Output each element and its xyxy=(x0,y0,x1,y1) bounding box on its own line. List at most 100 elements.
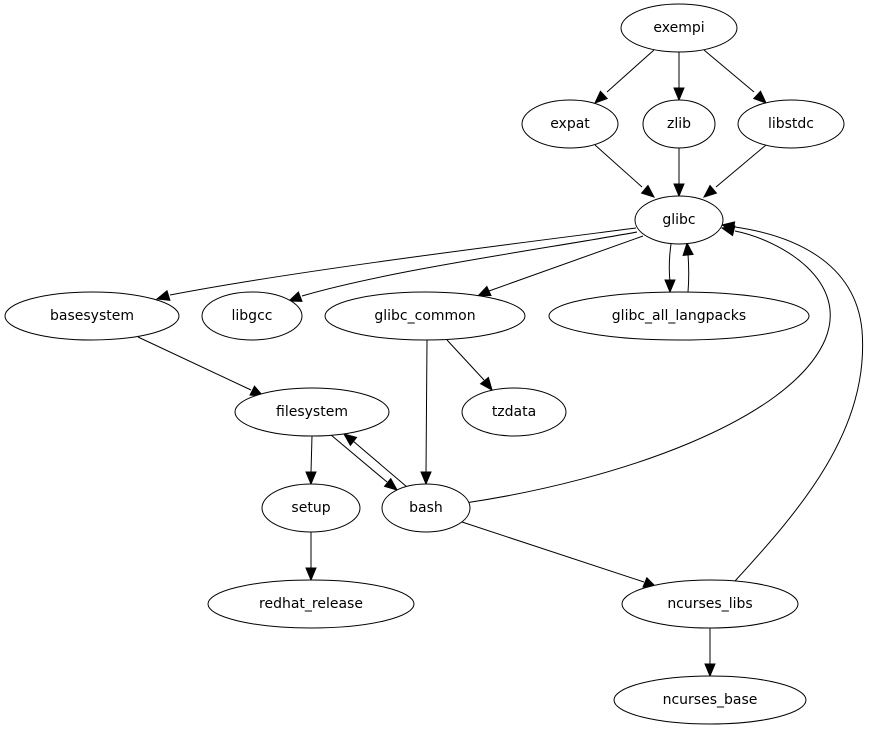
node-glibc-all-langpacks[interactable]: glibc_all_langpacks xyxy=(548,291,810,341)
edge-line xyxy=(352,440,408,488)
node-label: basesystem xyxy=(50,308,134,324)
edge-line xyxy=(703,49,755,93)
edge-glibc-to-basesystem xyxy=(155,227,637,301)
edge-zlib-to-glibc xyxy=(673,148,685,198)
edge-exempi-to-libstdc xyxy=(703,49,767,104)
node-setup[interactable]: setup xyxy=(261,483,361,533)
arrowhead-icon xyxy=(752,90,767,104)
arrowhead-icon xyxy=(682,241,694,256)
arrowhead-icon xyxy=(673,183,685,198)
edge-line xyxy=(606,49,655,93)
node-label: libstdc xyxy=(768,116,814,132)
arrowhead-icon xyxy=(704,663,716,678)
edge-line xyxy=(668,243,672,283)
arrowhead-icon xyxy=(476,285,492,297)
node-filesystem[interactable]: filesystem xyxy=(234,387,390,437)
edge-line xyxy=(687,253,690,293)
arrowhead-icon xyxy=(342,433,358,447)
node-ncurses-libs[interactable]: ncurses_libs xyxy=(621,579,799,629)
node-ellipse xyxy=(381,483,471,533)
node-label: exempi xyxy=(653,20,704,36)
edge-glibc-all-langpacks-to-glibc xyxy=(682,241,694,293)
edge-bash-to-glibc xyxy=(464,225,831,504)
node-label: tzdata xyxy=(492,404,536,420)
arrowhead-icon xyxy=(305,471,317,486)
edge-ncurses-libs-to-ncurses-base xyxy=(704,628,716,678)
node-ellipse xyxy=(324,291,526,341)
edge-ncurses-libs-to-glibc xyxy=(720,221,864,582)
edge-setup-to-redhat-release xyxy=(305,532,317,582)
node-ncurses-base[interactable]: ncurses_base xyxy=(613,675,807,725)
node-label: redhat_release xyxy=(259,596,363,612)
edge-glibc-common-to-tzdata xyxy=(446,339,493,392)
arrowhead-icon xyxy=(673,87,685,102)
edge-bash-to-ncurses-libs xyxy=(461,521,658,588)
node-label: setup xyxy=(291,500,330,516)
node-glibc-common[interactable]: glibc_common xyxy=(324,291,526,341)
edge-glibc-to-glibc-all-langpacks xyxy=(664,243,676,294)
node-basesystem[interactable]: basesystem xyxy=(4,291,180,341)
node-label: glibc_common xyxy=(374,308,475,324)
arrowhead-icon xyxy=(703,184,718,198)
node-ellipse xyxy=(620,3,738,53)
node-libgcc[interactable]: libgcc xyxy=(201,291,303,341)
node-label: ncurses_base xyxy=(663,692,758,708)
node-label: libgcc xyxy=(232,308,273,324)
node-expat[interactable]: expat xyxy=(521,99,619,149)
arrowhead-icon xyxy=(720,221,736,233)
node-label: expat xyxy=(550,116,590,132)
edge-line xyxy=(715,144,767,188)
arrowhead-icon xyxy=(420,471,432,486)
edge-glibc-to-glibc-common xyxy=(476,235,644,297)
node-ellipse xyxy=(234,387,390,437)
node-label: bash xyxy=(409,500,443,516)
edge-libstdc-to-glibc xyxy=(703,144,767,198)
node-ellipse xyxy=(4,291,180,341)
node-ellipse xyxy=(737,99,845,149)
node-zlib[interactable]: zlib xyxy=(642,99,716,149)
node-label: glibc_all_langpacks xyxy=(612,308,746,324)
edge-line xyxy=(301,231,638,297)
node-glibc[interactable]: glibc xyxy=(634,195,724,245)
node-label: glibc xyxy=(662,212,695,228)
node-libstdc[interactable]: libstdc xyxy=(737,99,845,149)
edge-line xyxy=(169,227,637,296)
edge-line xyxy=(464,230,831,504)
edge-filesystem-to-setup xyxy=(305,435,317,486)
edge-bash-to-filesystem xyxy=(342,433,408,488)
edge-basesystem-to-filesystem xyxy=(137,336,265,397)
edge-line xyxy=(446,339,485,381)
edge-exempi-to-expat xyxy=(594,49,655,104)
arrowhead-icon xyxy=(155,289,171,301)
arrowhead-icon xyxy=(479,376,493,392)
edge-exempi-to-zlib xyxy=(673,52,685,102)
edge-line xyxy=(594,144,643,188)
node-ellipse xyxy=(634,195,724,245)
node-label: filesystem xyxy=(276,404,348,420)
edge-line xyxy=(330,434,388,483)
edge-glibc-to-libgcc xyxy=(287,231,638,302)
node-label: zlib xyxy=(667,116,691,132)
nodes-layer: exempi expat zlib libstdc glibc basesystem lib… xyxy=(4,3,845,725)
node-ellipse xyxy=(613,675,807,725)
node-redhat-release[interactable]: redhat_release xyxy=(207,579,415,629)
node-ellipse xyxy=(261,483,361,533)
arrowhead-icon xyxy=(594,90,609,104)
node-tzdata[interactable]: tzdata xyxy=(461,387,567,437)
node-label: ncurses_libs xyxy=(667,596,752,612)
node-bash[interactable]: bash xyxy=(381,483,471,533)
node-exempi[interactable]: exempi xyxy=(620,3,738,53)
edge-line xyxy=(734,226,864,582)
edges-layer xyxy=(137,49,864,678)
arrowhead-icon xyxy=(664,279,676,294)
edge-expat-to-glibc xyxy=(594,144,655,198)
edge-line xyxy=(488,235,644,292)
arrowhead-icon xyxy=(305,567,317,582)
node-ellipse xyxy=(201,291,303,341)
arrowhead-icon xyxy=(640,184,655,198)
edge-filesystem-to-bash xyxy=(330,434,399,491)
arrowhead-icon xyxy=(287,291,303,302)
edge-line xyxy=(425,339,428,473)
node-ellipse xyxy=(521,99,619,149)
